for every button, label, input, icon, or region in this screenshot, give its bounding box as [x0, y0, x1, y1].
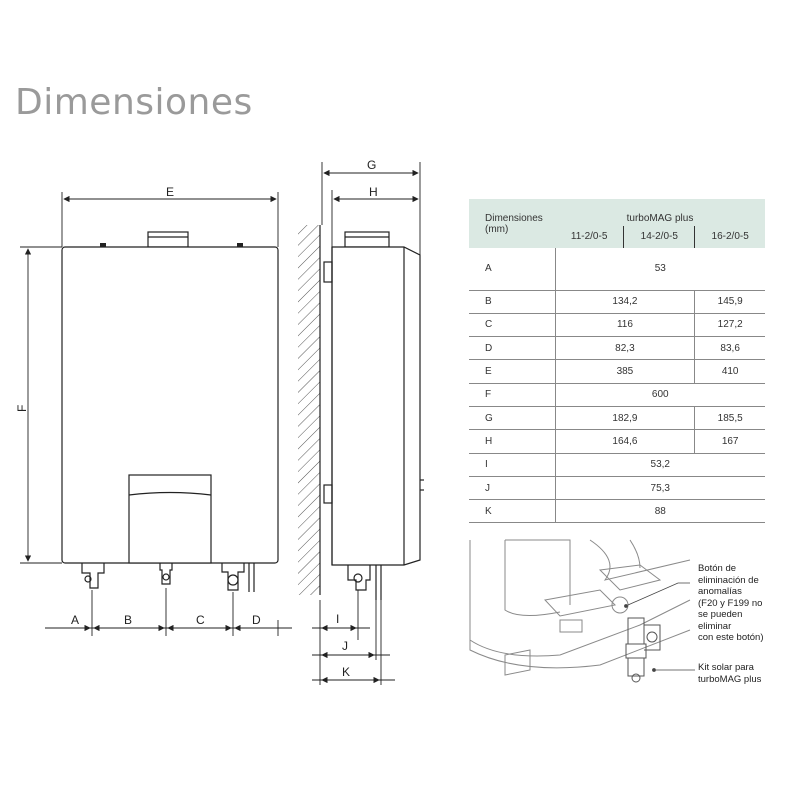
row-value: 410: [694, 359, 765, 384]
table-row: I 53,2: [469, 453, 765, 477]
svg-text:A: A: [71, 613, 79, 627]
table-row: H 164,6 167: [469, 429, 765, 454]
row-value: 385: [616, 366, 634, 378]
svg-text:G: G: [367, 158, 376, 172]
row-key: K: [469, 499, 556, 523]
table-row: B 134,2 145,9: [469, 290, 765, 314]
table-header-variant: 16-2/0-5: [694, 225, 765, 248]
row-value: 185,5: [694, 406, 765, 430]
svg-text:J: J: [342, 639, 348, 653]
row-value: 88: [654, 505, 666, 517]
row-value: 134,2: [612, 296, 638, 308]
front-dimensions: [20, 192, 292, 636]
row-key: G: [469, 406, 556, 430]
row-key: F: [469, 383, 556, 407]
table-row: D 82,3 83,6: [469, 336, 765, 360]
table-row: F 600: [469, 383, 765, 407]
table-header-variant: 14-2/0-5: [623, 225, 695, 248]
callout-leaders: [624, 582, 695, 672]
table-row: A 53: [469, 248, 765, 290]
row-value: 167: [694, 429, 765, 454]
side-view: [298, 225, 424, 600]
solar-kit-callout: Kit solar para turboMAG plus: [698, 662, 762, 685]
row-key: E: [469, 359, 556, 384]
row-key: D: [469, 336, 556, 360]
table-row: G 182,9 185,5: [469, 406, 765, 430]
svg-text:B: B: [124, 613, 132, 627]
row-value: 53,2: [650, 459, 670, 471]
page-title: Dimensiones: [15, 82, 253, 123]
row-key: J: [469, 476, 556, 500]
svg-text:H: H: [369, 185, 378, 199]
table-row: E 385 410: [469, 359, 765, 384]
svg-text:E: E: [166, 185, 174, 199]
svg-text:F: F: [15, 405, 29, 412]
row-value: 145,9: [694, 290, 765, 314]
reset-button-callout: Botón de eliminación de anomalías (F20 y…: [698, 563, 764, 643]
row-value: 164,6: [612, 435, 638, 447]
side-dimension-labels: G H I J K: [336, 158, 378, 679]
row-value: 53: [654, 263, 666, 275]
row-value: 127,2: [694, 313, 765, 337]
front-view: [61, 231, 279, 592]
row-key: H: [469, 429, 556, 454]
table-header-dimensions: Dimensiones (mm): [469, 199, 555, 248]
row-value: 75,3: [650, 482, 670, 494]
table-row: C 116 127,2: [469, 313, 765, 337]
table-row: J 75,3: [469, 476, 765, 500]
svg-text:K: K: [342, 665, 350, 679]
table-header-model: turboMAG plus: [555, 199, 765, 226]
svg-text:C: C: [196, 613, 205, 627]
svg-text:I: I: [336, 612, 339, 626]
row-value: 600: [651, 389, 669, 401]
row-key: B: [469, 290, 556, 314]
solar-kit-illustration: [469, 539, 691, 683]
front-dimension-labels: E F A B C D: [15, 185, 261, 627]
row-key: A: [469, 248, 556, 290]
svg-text:D: D: [252, 613, 261, 627]
row-value: 182,9: [612, 412, 638, 424]
row-value: 82,3: [615, 342, 635, 354]
row-key: C: [469, 313, 556, 337]
row-value: 83,6: [694, 336, 765, 360]
row-key: I: [469, 453, 556, 477]
table-row: K 88: [469, 499, 765, 523]
side-dimensions: [312, 162, 421, 685]
row-value: 116: [616, 319, 633, 331]
table-header-variant: 11-2/0-5: [555, 225, 624, 248]
dimensions-table: Dimensiones (mm) turboMAG plus 11-2/0-5 …: [469, 199, 765, 523]
